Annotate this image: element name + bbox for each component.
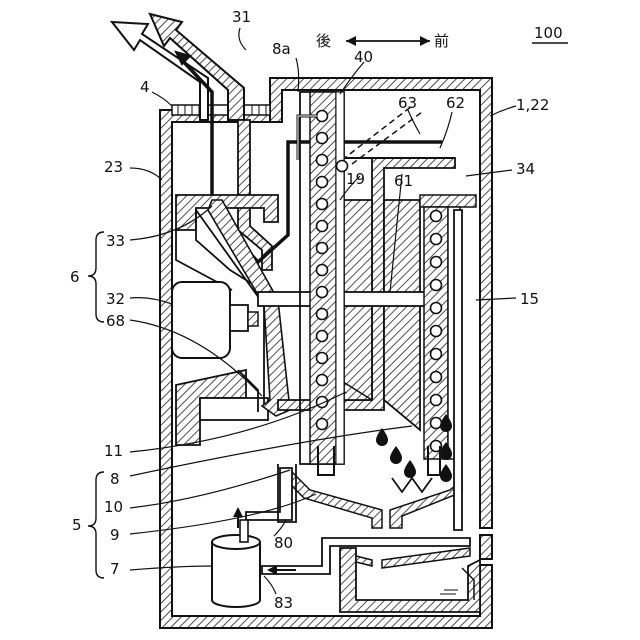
heater-tube	[317, 221, 328, 232]
direction-indicator: 後 前	[316, 32, 449, 50]
water-droplet	[440, 464, 452, 482]
bracket-6	[88, 232, 104, 322]
label-7: 7	[110, 560, 120, 578]
heater-tube	[431, 326, 442, 337]
heater-tube	[317, 199, 328, 210]
drain-zigzag-10	[392, 478, 432, 492]
heater-tube	[431, 418, 442, 429]
label-83: 83	[274, 594, 293, 612]
heater-tube	[431, 349, 442, 360]
vent-grill-4	[172, 105, 270, 115]
label-61: 61	[394, 172, 413, 190]
label-9: 9	[110, 526, 120, 544]
direction-front-label: 前	[434, 32, 449, 50]
heater-tube	[317, 309, 328, 320]
label-31: 31	[232, 8, 251, 26]
label-33: 33	[106, 232, 125, 250]
heater-tube	[317, 331, 328, 342]
label-32: 32	[106, 290, 125, 308]
label-15: 15	[520, 290, 539, 308]
heater-tube	[317, 375, 328, 386]
label-68: 68	[106, 312, 125, 330]
heater-tube	[431, 211, 442, 222]
label-23: 23	[104, 158, 123, 176]
label-62: 62	[446, 94, 465, 112]
heater-tube	[431, 257, 442, 268]
water-droplet	[390, 446, 402, 464]
heater-tube	[317, 111, 328, 122]
heater-tube	[317, 243, 328, 254]
heater-tube	[317, 353, 328, 364]
label-10: 10	[104, 498, 123, 516]
heater-tube	[431, 280, 442, 291]
bracket-5	[88, 472, 104, 578]
heater-tube	[431, 395, 442, 406]
label-8a: 8a	[272, 40, 291, 58]
label-11: 11	[104, 442, 123, 460]
label-34: 34	[516, 160, 535, 178]
heater-tube	[317, 265, 328, 276]
heater-tube	[317, 155, 328, 166]
water-tank	[340, 548, 480, 612]
label-40: 40	[354, 48, 373, 66]
heater-tube	[431, 234, 442, 245]
pipe-80	[246, 468, 292, 520]
heater-tube	[317, 287, 328, 298]
label-19: 19	[346, 170, 365, 188]
label-80: 80	[274, 534, 293, 552]
label-6: 6	[70, 268, 80, 286]
label-4: 4	[140, 78, 150, 96]
heater-tube	[317, 419, 328, 430]
heater-tube	[431, 303, 442, 314]
heater-tube	[431, 372, 442, 383]
label-5: 5	[72, 516, 82, 534]
label-1-22: 1,22	[516, 96, 549, 114]
heater-tube	[317, 133, 328, 144]
pump-7	[212, 520, 260, 607]
label-63: 63	[398, 94, 417, 112]
water-droplet	[404, 460, 416, 478]
figure-number: 100	[534, 24, 563, 42]
label-8: 8	[110, 470, 120, 488]
direction-back-label: 後	[316, 32, 331, 50]
heater-tube	[317, 177, 328, 188]
